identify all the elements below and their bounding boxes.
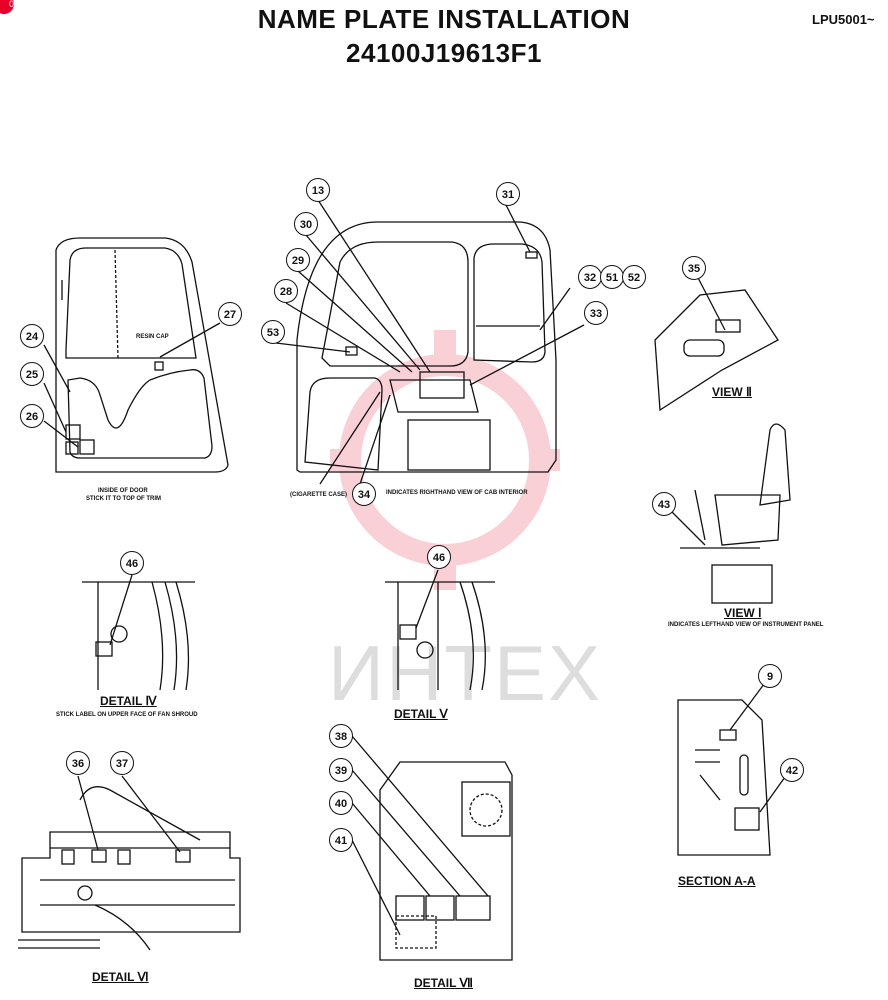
balloon[interactable]: 33 [584,301,608,325]
balloon[interactable]: 39 [329,758,353,782]
caption-detail6: DETAIL Ⅵ [92,970,149,984]
balloon[interactable]: 46 [427,545,451,569]
balloon[interactable]: 28 [274,279,298,303]
balloon[interactable]: 31 [496,182,520,206]
balloon[interactable]: 40 [329,791,353,815]
balloon[interactable]: 37 [110,751,134,775]
balloon[interactable]: 27 [218,302,242,326]
balloon[interactable]: 36 [66,751,90,775]
balloon[interactable]: 43 [652,492,676,516]
balloon[interactable]: 26 [20,404,44,428]
note-door-trim: STICK IT TO TOP OF TRIM [86,496,162,502]
view1-drawing [663,423,791,604]
balloon[interactable]: 51 [600,265,624,289]
detail6-drawing [18,775,241,951]
cab-drawing [275,199,585,485]
balloon[interactable]: 9 [758,664,782,688]
section-aa-drawing [677,675,791,856]
caption-detail5: DETAIL Ⅴ [394,707,448,721]
note-door: INSIDE OF DOOR [98,488,148,494]
page-badge: 0 [0,0,14,14]
balloon[interactable]: 46 [120,551,144,575]
balloon[interactable]: 24 [20,324,44,348]
door-drawing [43,237,229,473]
balloon[interactable]: 13 [306,178,330,202]
balloon[interactable]: 52 [622,265,646,289]
balloon[interactable]: 38 [329,724,353,748]
balloon[interactable]: 35 [682,256,706,280]
balloon[interactable]: 34 [352,482,376,506]
page-title: NAME PLATE INSTALLATION [257,4,631,34]
note-resin-cap: RESIN CAP [136,334,169,340]
balloon[interactable]: 25 [20,362,44,386]
balloon[interactable]: 32 [578,265,602,289]
caption-view1: VIEW Ⅰ [724,606,762,620]
part-number: 24100J19613F1 [346,38,542,68]
caption-view2: VIEW Ⅱ [712,385,752,399]
caption-detail4: DETAIL Ⅳ [100,694,157,708]
view2-drawing [654,269,779,412]
drawing-code: LPU5001~ [812,12,875,27]
detail7-drawing [351,735,513,961]
note-rh-view: INDICATES RIGHTHAND VIEW OF CAB INTERIOR [386,490,528,496]
detail4-drawing [82,574,195,691]
balloon[interactable]: 30 [294,212,318,236]
balloon[interactable]: 29 [286,248,310,272]
caption-detail7: DETAIL Ⅶ [414,976,473,990]
note-cigarette-case: (CIGARETTE CASE) [290,492,347,498]
watermark: ИНТЕХ [328,629,603,717]
balloon[interactable]: 41 [329,828,353,852]
detail5-drawing [385,569,495,691]
caption-section-aa: SECTION A-A [678,874,756,888]
balloon[interactable]: 53 [261,320,285,344]
note-fan-shroud: STICK LABEL ON UPPER FACE OF FAN SHROUD [56,712,198,718]
balloon[interactable]: 42 [780,758,804,782]
note-lh-view: INDICATES LEFTHAND VIEW OF INSTRUMENT PA… [668,622,824,628]
